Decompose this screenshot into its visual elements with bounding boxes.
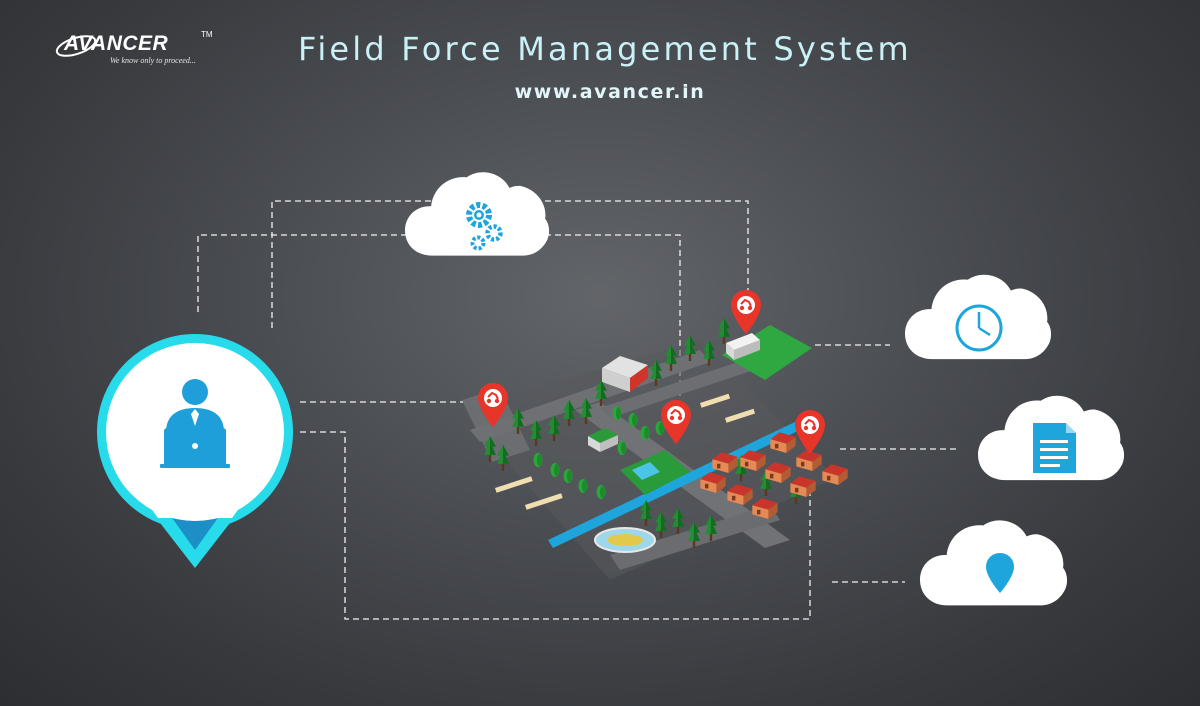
logo-tagline: We know only to proceed...: [110, 56, 196, 65]
logo-text: AVANCER: [64, 32, 169, 55]
road-cross: [470, 350, 710, 442]
time-tracking-cloud[interactable]: [905, 274, 1052, 360]
settings-cloud[interactable]: [405, 172, 550, 256]
logo-swoosh-icon: [55, 35, 97, 57]
warehouse: [602, 356, 648, 392]
connector-bottom-loop: [300, 431, 811, 620]
shop: [588, 428, 618, 452]
clock-icon: [955, 304, 1003, 352]
green-field: [722, 325, 812, 380]
isometric-city-map: [462, 290, 848, 580]
location-cloud[interactable]: [920, 520, 1068, 606]
user-at-laptop-icon: [160, 379, 230, 468]
document-icon: [1033, 423, 1076, 473]
page-title: Field Force Management System: [298, 30, 912, 68]
website-url[interactable]: www.avancer.in: [514, 81, 706, 103]
logo-trademark: TM: [201, 30, 213, 39]
gears-icon: [466, 202, 503, 251]
office-building: [726, 333, 760, 360]
location-pin-icon: [986, 553, 1014, 593]
connector-user-to-settings: [197, 234, 408, 312]
vehicle-marker-icon: [731, 290, 761, 334]
document-cloud[interactable]: [978, 395, 1125, 481]
avancer-logo: AVANCER TM We know only to proceed...: [52, 28, 222, 72]
user-pin[interactable]: [97, 334, 293, 568]
river: [548, 422, 800, 548]
connector-settings-to-map: [545, 234, 681, 398]
